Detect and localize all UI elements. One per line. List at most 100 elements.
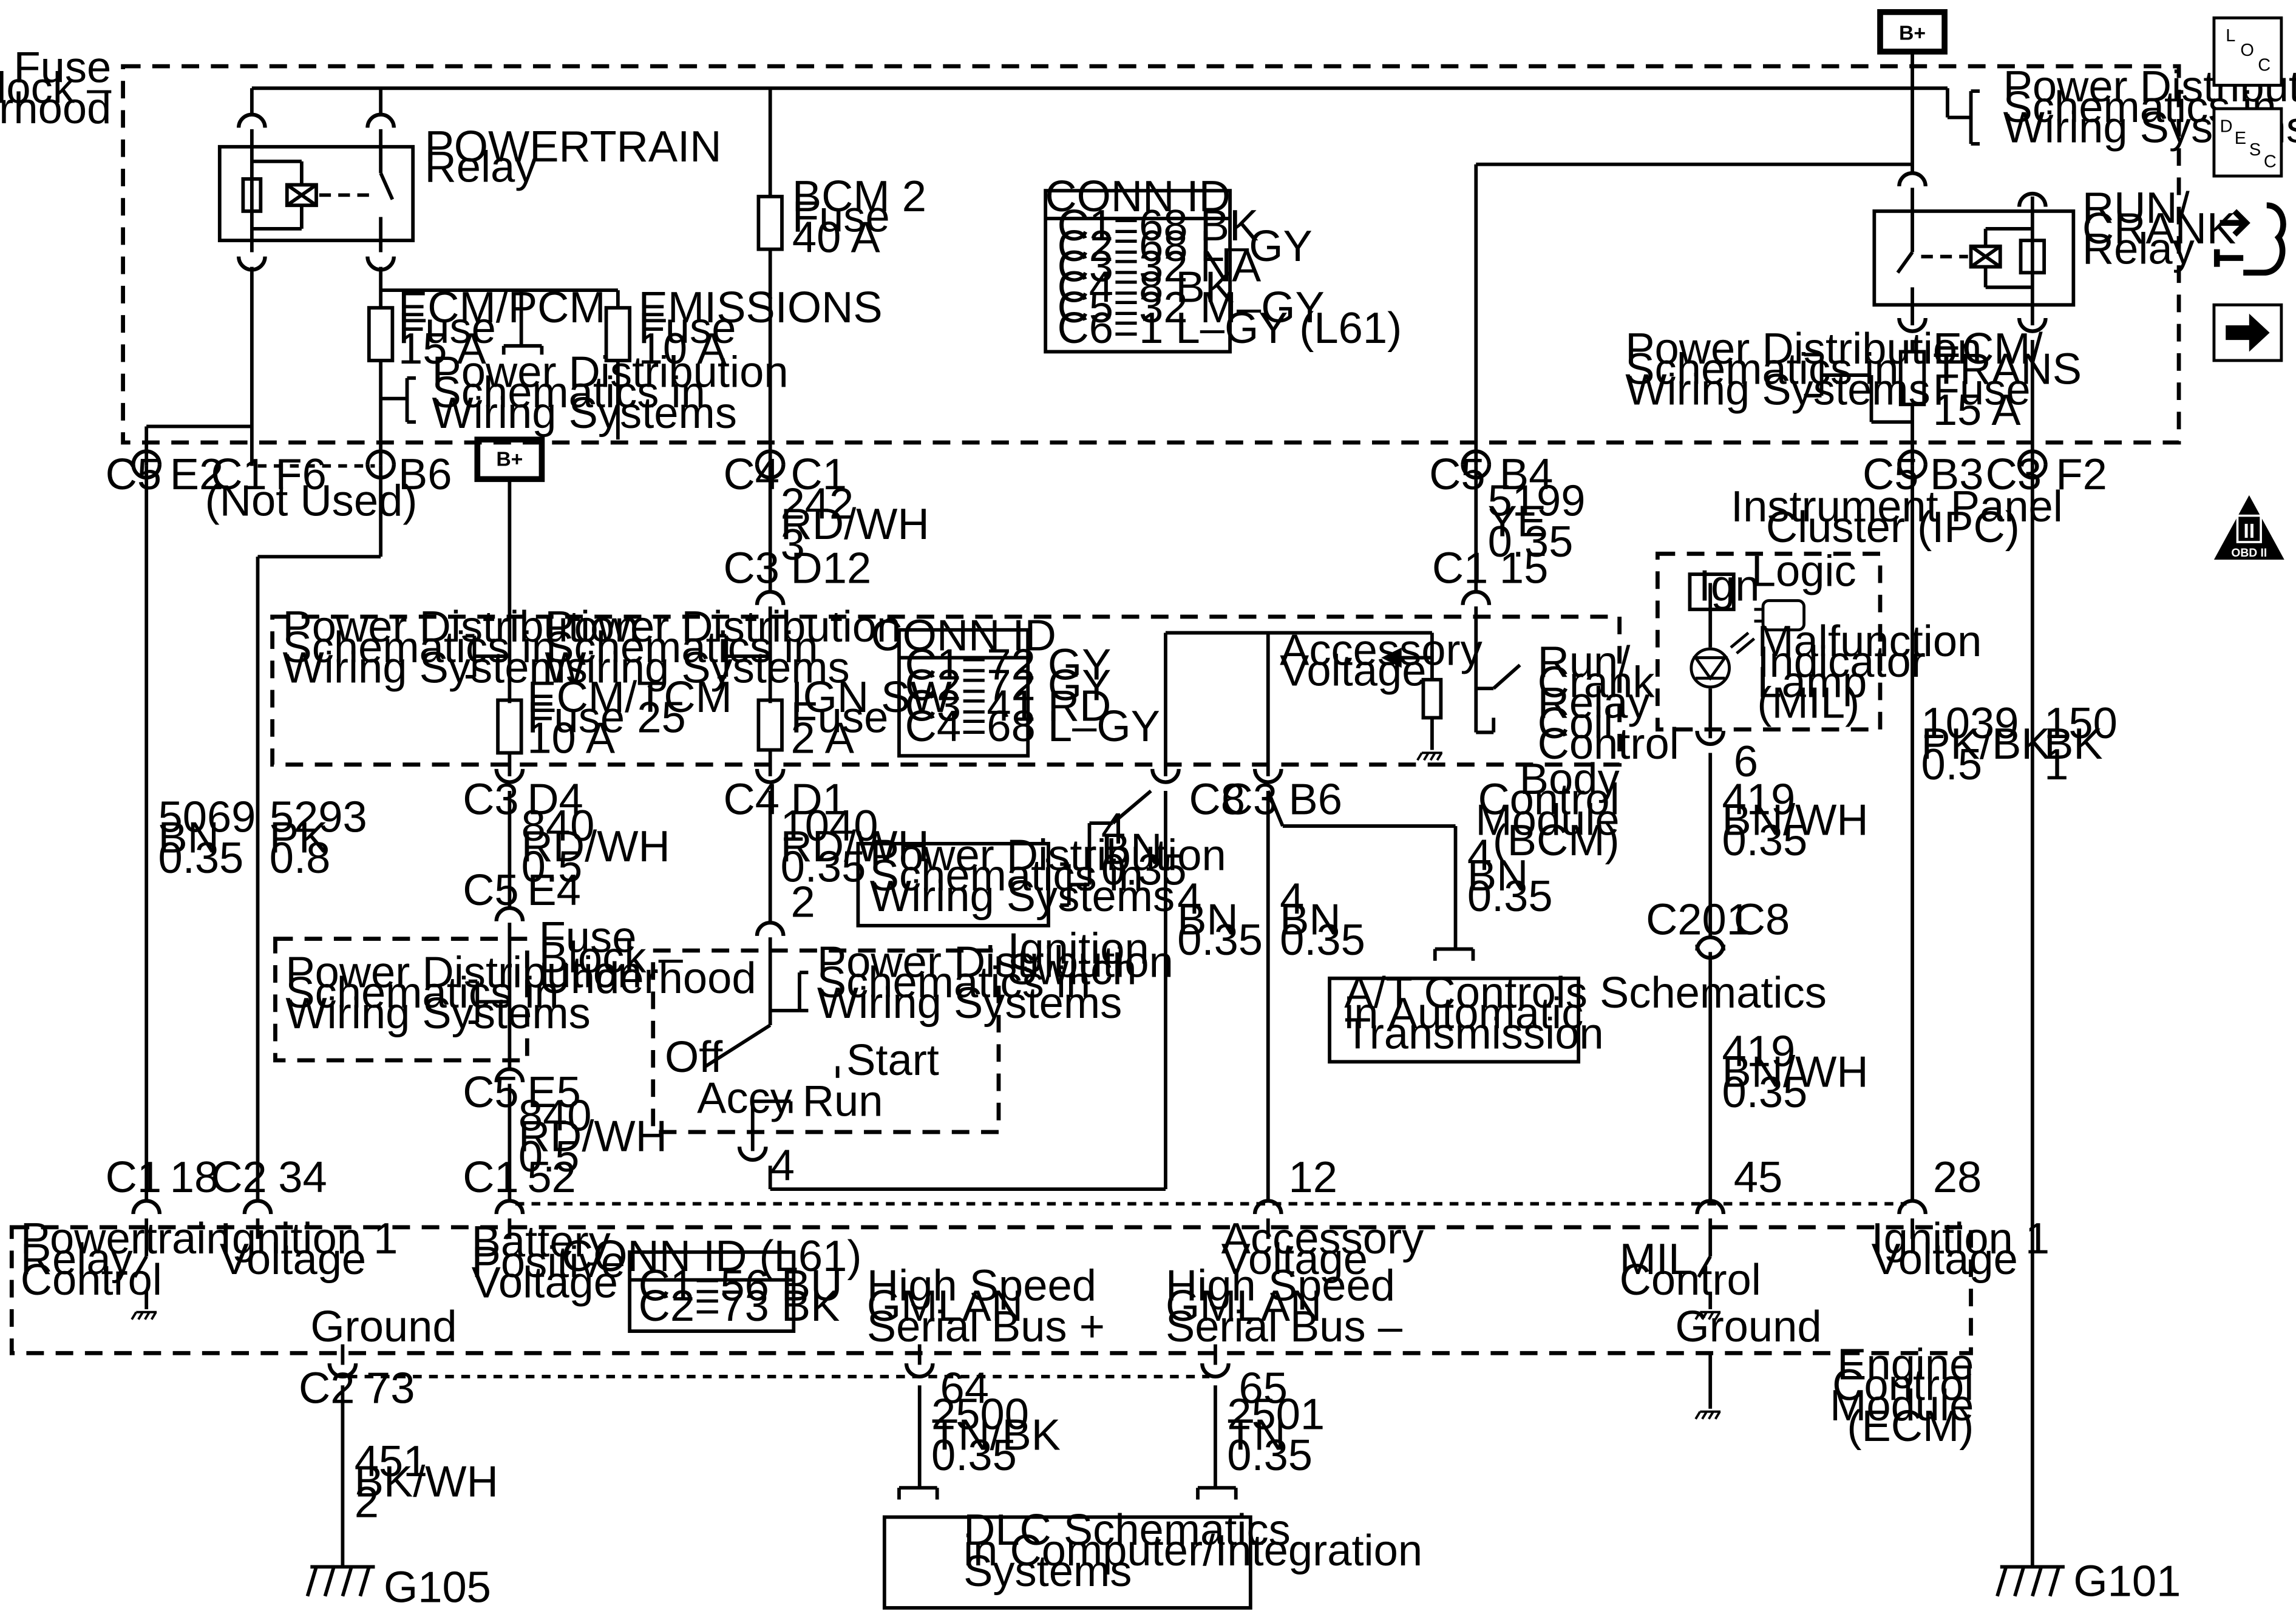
wire-label: 2500 <box>931 1391 1029 1439</box>
next-button[interactable] <box>2212 303 2283 362</box>
wire-label: 0.35 <box>781 843 866 892</box>
powertrain-relay-box <box>217 144 415 243</box>
powertrain-relay-label-2: Relay <box>424 143 537 192</box>
pin-label: D12 <box>790 544 871 593</box>
mil-label-2: Indicator <box>1757 638 1925 686</box>
pds-b-label-2: Schematics in <box>283 623 556 672</box>
ecm-pin-label: Serial Bus – <box>1166 1303 1403 1351</box>
connector-label: C3 <box>724 544 779 593</box>
pds-a-label-2: Schematics in <box>432 368 705 417</box>
bcm2-fuse-label-2: Fuse <box>792 193 890 242</box>
accessory-voltage-label: Accessory <box>1280 626 1483 675</box>
pds-d-label: Power Distribution <box>870 831 1226 880</box>
run-crank-coil-label-2: Crank <box>1538 659 1656 707</box>
mil-label: Malfunction <box>1757 617 1982 666</box>
wire-label: 0.35 <box>1722 816 1808 865</box>
svg-text:II: II <box>2243 520 2255 543</box>
emissions-fuse-label-2: Fuse <box>639 304 736 353</box>
ecm-pin-label: Voltage <box>1872 1235 2018 1284</box>
ecm-pin-label: Ignition 1 <box>1872 1215 2050 1263</box>
connector-label: C5 <box>1863 450 1918 499</box>
desc-button[interactable]: D E S C <box>2212 107 2283 178</box>
ecm-pin-label: Voltage <box>472 1259 618 1307</box>
ecm-pin-label: Voltage <box>220 1235 366 1284</box>
ecm-trans-fuse-label-4: 15 A <box>1933 386 2022 435</box>
wire-label: 419 <box>1722 1028 1796 1076</box>
wire-label: 0.35 <box>1227 1431 1313 1480</box>
fuse-block-2-label: Fuse <box>539 913 637 961</box>
conn-id-2-row: C4=68 L–GY <box>905 702 1160 751</box>
dlc-label-3: Systems <box>963 1547 1132 1596</box>
pin-label: 15 <box>1500 544 1548 593</box>
fuse-block-underhood-box-2 <box>273 937 529 1063</box>
wire-label: 4 <box>1467 831 1492 880</box>
pin-label: 2 <box>790 878 815 926</box>
dlc-box <box>882 1515 1252 1610</box>
fuse-block-2-label-3: Underhood <box>539 954 756 1003</box>
conn-id-3-row: C1=56 BU <box>639 1261 843 1310</box>
pds-ecmtrans-label-3: Wiring Systems <box>1625 365 1930 414</box>
pin-label: 12 <box>1289 1153 1337 1202</box>
pin-label: F2 <box>2056 450 2107 499</box>
switch-position-accy: Accy <box>697 1074 793 1123</box>
pds-c-label-3: Wiring Systems <box>545 644 849 693</box>
svg-text:E: E <box>2235 129 2246 148</box>
pin-label: B6 <box>1289 776 1343 824</box>
connector-label: C1 <box>463 1153 518 1202</box>
pin-label: 28 <box>1933 1153 1982 1202</box>
ecm-label-3: Module <box>1830 1381 1974 1430</box>
conn-id-1-title: CONN ID <box>1045 172 1230 221</box>
ecm-pin-label: Battery <box>472 1218 611 1266</box>
wire-label: 1 <box>2044 741 2068 789</box>
wire-label: 0.35 <box>158 834 243 883</box>
wire-label: 3 <box>781 521 805 569</box>
wire-label: 0.5 <box>518 1133 580 1181</box>
tools-button[interactable] <box>2213 202 2286 276</box>
at-controls-label-2: in Automatic <box>1344 989 1583 1038</box>
run-crank-relay-label: RUN/ <box>2082 184 2190 232</box>
wire-label: 2 <box>355 1478 379 1527</box>
wire-label: BK <box>2044 720 2103 768</box>
run-crank-relay-box <box>1872 209 2076 307</box>
ecm-pin-label: Positive <box>472 1238 625 1287</box>
svg-text:C: C <box>2264 152 2277 172</box>
svg-text:O: O <box>2240 41 2254 60</box>
connector-label: C1 <box>211 450 267 499</box>
powertrain-relay-label: POWERTRAIN <box>424 123 721 171</box>
pds-a-label-3: Wiring Systems <box>432 389 737 438</box>
loc-button[interactable]: L O C <box>2212 16 2283 87</box>
wire-label: 5199 <box>1488 477 1586 526</box>
conn-id-3-row: C2=73 BK <box>639 1282 840 1331</box>
svg-text:C: C <box>2258 55 2271 75</box>
wire-label: BN/WH <box>1722 1048 1869 1096</box>
run-crank-coil-label: Run/ <box>1538 638 1631 686</box>
pin-label: C8 <box>1734 895 1790 944</box>
wire-label: 451 <box>355 1437 428 1486</box>
emissions-fuse-label-3: 10 A <box>639 325 727 373</box>
run-crank-relay-label-2: CRANK <box>2082 205 2236 253</box>
bcm-label-4: (BCM) <box>1493 816 1620 865</box>
pin-label: 64 <box>940 1364 988 1412</box>
wire-label: 840 <box>521 802 595 850</box>
pds-box-bcm <box>856 841 1050 927</box>
wire-label: RD/WH <box>518 1112 667 1161</box>
arrow-right-icon <box>2226 313 2270 352</box>
wire-label: PK/BK <box>1921 720 2051 768</box>
conn-id-2-title: CONN ID <box>871 612 1056 660</box>
ign-sw-fuse-label: IGN SW <box>790 673 952 722</box>
accessory-voltage-label-2: Voltage <box>1280 646 1426 695</box>
conn-id-2-row: C2=72 GY <box>905 662 1112 710</box>
wire-label: 0.35 <box>1722 1068 1808 1117</box>
pds-e-label: Power Distribution <box>285 948 642 997</box>
wire-label: 4 <box>1280 875 1304 924</box>
pin-label: 73 <box>366 1364 415 1412</box>
ecm-pcm-fuse-label: ECM/PCM <box>398 283 606 332</box>
wire-label: 0.5 <box>1921 741 1983 789</box>
fuse-block-label-3: Underhood <box>0 84 111 133</box>
at-controls-label: A/T Controls Schematics <box>1344 969 1827 1017</box>
wire-label: RD/WH <box>521 822 670 871</box>
wire-label: BN <box>1467 852 1528 900</box>
pin-label: C1 <box>790 450 846 499</box>
wire-label: 0.35 <box>1488 518 1574 566</box>
ecm-tcm-fuse-label-2: Fuse 25 <box>527 694 685 742</box>
